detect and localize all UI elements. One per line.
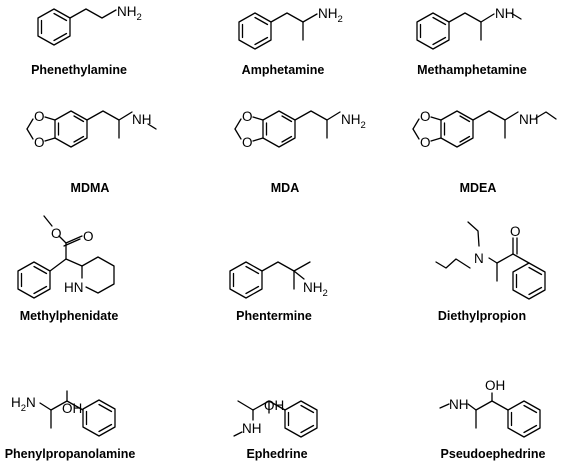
oxygen-label: O <box>34 135 45 150</box>
molecule-name-diethylpropion: Diethylpropion <box>438 309 526 323</box>
side-chain <box>270 12 318 41</box>
propanone-chain <box>496 237 530 282</box>
side-chain <box>69 8 117 19</box>
molecule-name-methamphetamine: Methamphetamine <box>417 63 527 77</box>
hydroxyl-label: OH <box>62 401 82 416</box>
benzene-ring <box>262 110 296 148</box>
amine-label: NH <box>132 112 152 127</box>
ester-oxygen-label: O <box>51 226 62 241</box>
oxygen-label: O <box>420 135 431 150</box>
mda-structure: O O NH2 <box>234 109 366 150</box>
mdma-structure: O O NH <box>26 109 157 150</box>
dioxole-ring <box>234 116 264 142</box>
molecule-name-mdea: MDEA <box>460 181 497 195</box>
amphetamine-structure: NH2 <box>238 6 343 50</box>
side-chain <box>439 392 509 429</box>
benzene-ring <box>440 110 474 148</box>
molecule-name-ephedrine: Ephedrine <box>246 447 307 461</box>
nitrogen-label: N <box>474 251 484 266</box>
oxygen-label: O <box>242 135 253 150</box>
benzene-ring <box>284 400 318 438</box>
benzene-ring <box>238 12 272 50</box>
mdea-structure: O O NH <box>412 109 557 150</box>
benzene-ring <box>229 261 263 299</box>
oxygen-label: O <box>34 109 45 124</box>
methamphetamine-structure: NH <box>416 6 522 50</box>
molecule-name-amphetamine: Amphetamine <box>242 63 325 77</box>
benzene-ring <box>37 8 71 46</box>
phentermine-structure: NH2 <box>229 261 328 299</box>
amine-label: NH2 <box>303 280 328 299</box>
hydroxyl-label: OH <box>485 378 505 393</box>
amine-label: NH <box>449 397 469 412</box>
diethylamino-groups <box>435 221 498 269</box>
amine-label: NH <box>519 112 539 127</box>
molecule-name-phenethylamine: Phenethylamine <box>31 63 127 77</box>
benzene-ring <box>17 261 51 299</box>
pseudoephedrine-structure: OH NH <box>439 378 541 438</box>
phenylpropanolamine-structure: OH H2N <box>11 390 116 437</box>
phenethylamine-structure: NH2 <box>37 4 142 46</box>
piperidine-ring <box>81 256 115 294</box>
oxygen-label: O <box>420 109 431 124</box>
amine-label: NH2 <box>318 6 343 25</box>
molecule-name-pseudoephedrine: Pseudoephedrine <box>441 447 546 461</box>
dioxole-ring <box>26 116 56 142</box>
side-chain <box>39 390 84 429</box>
alpha-carbon-bonds <box>49 258 83 272</box>
molecule-name-phenylpropanolamine: Phenylpropanolamine <box>5 447 136 461</box>
methyl-ester <box>43 215 83 260</box>
dioxole-ring <box>412 116 442 142</box>
diethylpropion-structure: N O <box>435 221 546 300</box>
hydroxyl-label: OH <box>264 398 284 413</box>
carbonyl-oxygen-label: O <box>83 229 94 244</box>
amine-label: NH <box>495 6 515 21</box>
amine-label: H2N <box>11 395 36 414</box>
side-chain <box>233 400 286 437</box>
methylphenidate-structure: O O HN <box>17 215 115 299</box>
molecule-name-phentermine: Phentermine <box>236 309 312 323</box>
molecule-name-methylphenidate: Methylphenidate <box>20 309 119 323</box>
benzene-ring <box>512 262 546 300</box>
side-chain <box>294 110 341 139</box>
side-chain <box>261 261 311 290</box>
benzene-ring <box>54 110 88 148</box>
benzene-ring <box>416 12 450 50</box>
benzene-ring <box>82 399 116 437</box>
ephedrine-structure: OH NH <box>233 398 318 438</box>
molecule-name-mdma: MDMA <box>71 181 110 195</box>
amine-label: NH <box>242 421 262 436</box>
ring-nitrogen-label: HN <box>64 280 84 295</box>
side-chain <box>448 12 522 41</box>
molecule-name-mda: MDA <box>271 181 299 195</box>
oxygen-label: O <box>242 109 253 124</box>
amine-label: NH2 <box>341 112 366 131</box>
carbonyl-oxygen-label: O <box>510 224 521 239</box>
side-chain <box>472 110 557 139</box>
benzene-ring <box>507 400 541 438</box>
side-chain <box>86 110 157 139</box>
amine-label: NH2 <box>117 4 142 23</box>
